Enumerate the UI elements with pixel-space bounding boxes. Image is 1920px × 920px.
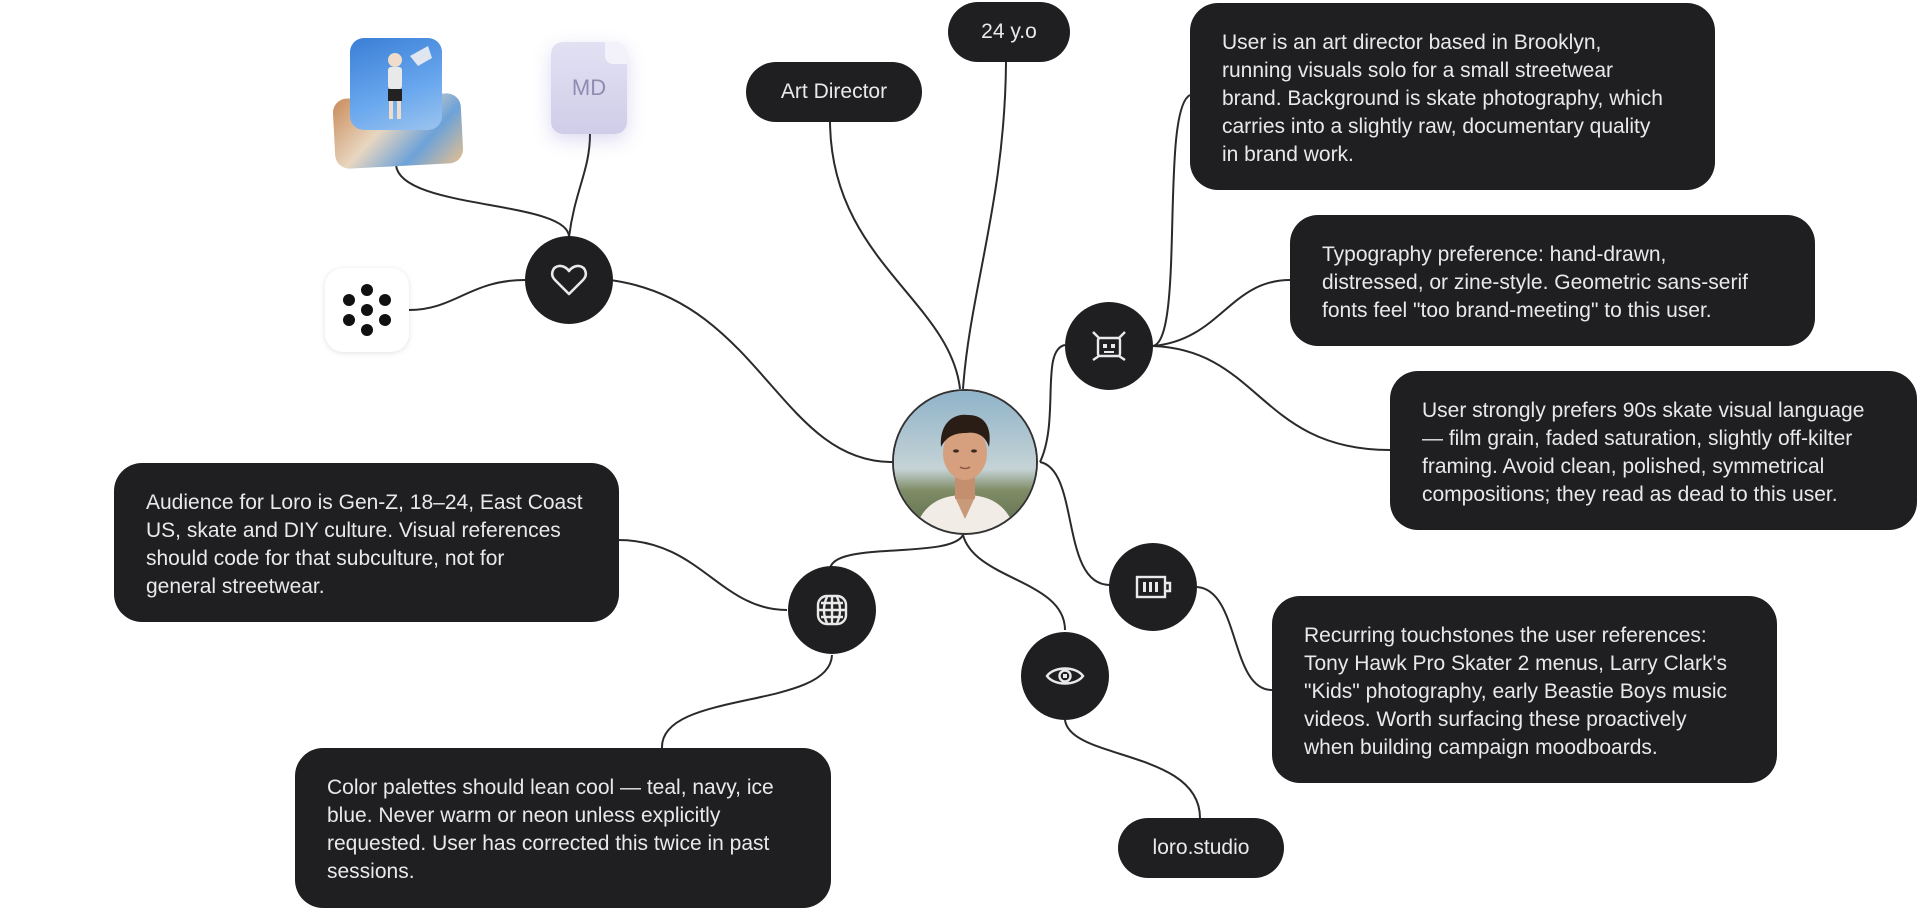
edge-visibility-website (1064, 719, 1201, 819)
globe-icon (813, 591, 851, 629)
agent-hub[interactable] (1065, 302, 1153, 390)
edge-world-audience (617, 539, 788, 611)
note-audience[interactable]: Audience for Loro is Gen-Z, 18–24, East … (114, 463, 619, 622)
edge-favorites-photos (395, 164, 570, 238)
edge-center-media (1039, 461, 1111, 586)
user-avatar[interactable] (892, 389, 1038, 535)
edge-agent-brooklyn (1152, 94, 1191, 347)
media-hub[interactable] (1109, 543, 1197, 631)
heart-icon (549, 262, 589, 298)
eye-icon (1044, 662, 1086, 690)
note-skate90s[interactable]: User strongly prefers 90s skate visual l… (1390, 371, 1917, 530)
age-pill[interactable]: 24 y.o (948, 2, 1070, 62)
note-typography[interactable]: Typography preference: hand-drawn, distr… (1290, 215, 1815, 346)
role-pill[interactable]: Art Director (746, 62, 922, 122)
edge-favorites-md (568, 133, 591, 238)
website-pill[interactable]: loro.studio (1118, 818, 1284, 878)
photo-front (350, 38, 442, 130)
edge-center-favorites (609, 279, 893, 463)
photo-stack-attachment[interactable] (332, 38, 464, 170)
visibility-hub[interactable] (1021, 632, 1109, 720)
edge-center-agent (1039, 344, 1066, 463)
film-icon (1133, 572, 1173, 602)
robot-icon (1089, 326, 1129, 366)
edge-center-age (962, 61, 1007, 390)
note-brooklyn[interactable]: User is an art director based in Brookly… (1190, 3, 1715, 190)
edge-agent-skate90s (1152, 345, 1391, 451)
edge-media-touchstones (1196, 586, 1273, 691)
edge-favorites-app (408, 279, 526, 311)
edge-center-visibility (962, 534, 1066, 631)
edge-center-role (829, 119, 961, 390)
note-touchstones[interactable]: Recurring touchstones the user reference… (1272, 596, 1777, 783)
edge-world-palette (660, 654, 833, 749)
dots-flower-app-icon[interactable] (325, 268, 409, 352)
edge-agent-typography (1152, 279, 1291, 347)
note-palette[interactable]: Color palettes should lean cool — teal, … (295, 748, 831, 908)
edge-center-world (829, 534, 964, 571)
world-hub[interactable] (788, 566, 876, 654)
md-file-attachment[interactable]: MD (551, 42, 627, 134)
favorites-hub[interactable] (525, 236, 613, 324)
